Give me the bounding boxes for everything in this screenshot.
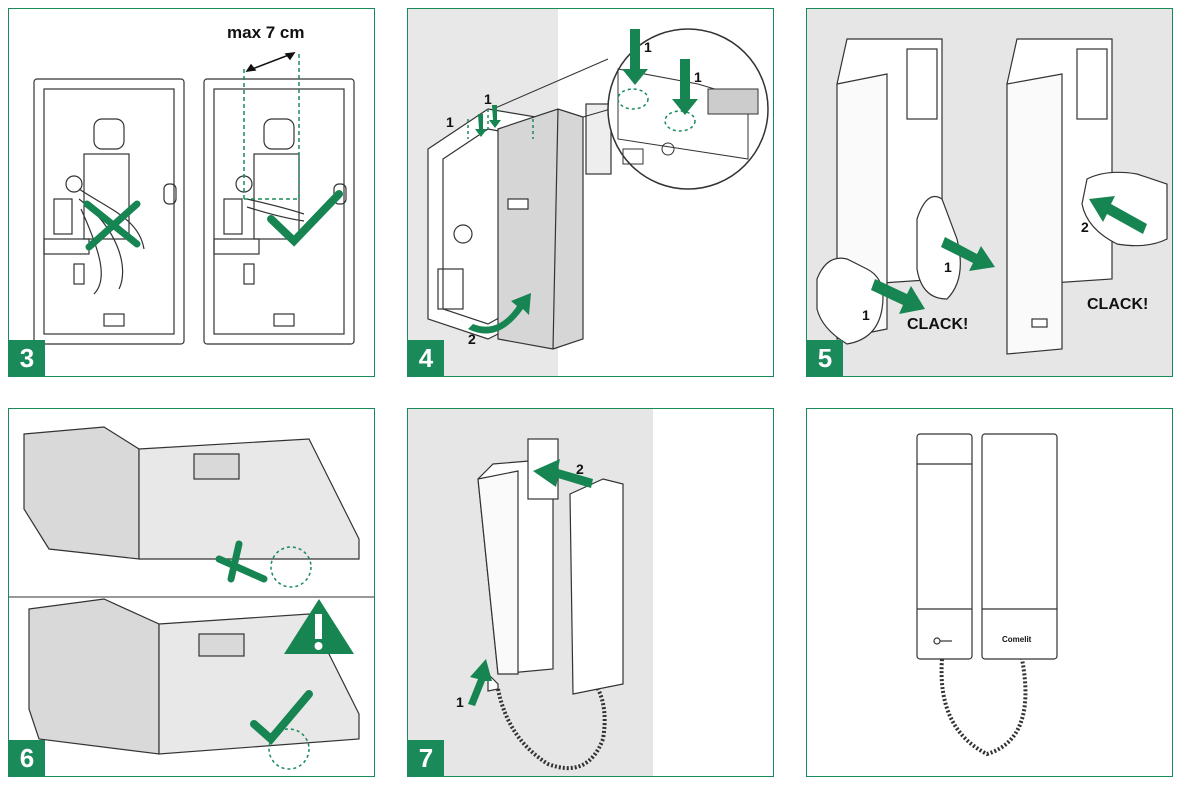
step-number: 5 — [807, 340, 843, 376]
hand-icon — [816, 171, 1168, 345]
step-number: 6 — [9, 740, 45, 776]
alignment-diagram — [9, 426, 374, 770]
clack-label: CLACK! — [907, 316, 969, 333]
step-label: 1 — [862, 307, 870, 323]
measure-label: max 7 cm — [227, 23, 305, 42]
warning-icon — [284, 599, 354, 654]
step-label: 1 — [446, 114, 454, 130]
step-label: 1 — [484, 91, 492, 107]
dashed-highlight — [467, 88, 696, 139]
check-icon — [250, 690, 313, 745]
step-label: 1 — [644, 39, 652, 55]
arrow-icon — [468, 459, 593, 706]
wiring-diagram — [33, 52, 355, 345]
arrow-icon — [468, 29, 698, 334]
clack-label: CLACK! — [1087, 296, 1149, 313]
panel-step-7: 2 1 7 — [407, 408, 774, 777]
panel-step-6: 6 — [8, 408, 375, 777]
handset-diagram — [408, 409, 653, 776]
panel-step-4: 1 1 1 1 2 4 — [407, 8, 774, 377]
cross-icon — [215, 540, 268, 583]
step-label: 2 — [468, 331, 476, 347]
brand-logo: Comelit — [1002, 635, 1032, 644]
coiled-cord — [939, 658, 1028, 757]
step-label: 1 — [456, 694, 464, 710]
step-label: 1 — [694, 69, 702, 85]
panel-final: Comelit — [806, 408, 1173, 777]
step-number: 7 — [408, 740, 444, 776]
step-number: 4 — [408, 340, 444, 376]
cross-icon — [83, 200, 141, 251]
step-label: 2 — [576, 461, 584, 477]
step-label: 1 — [944, 259, 952, 275]
step-number: 3 — [9, 340, 45, 376]
panel-step-3: max 7 cm 3 — [8, 8, 375, 377]
arrow-icon — [871, 196, 1147, 314]
key-icon — [933, 637, 952, 645]
panel-step-5: 1 1 2 CLACK! CLACK! 5 — [806, 8, 1173, 377]
finished-intercom — [916, 433, 1058, 757]
coiled-cord — [496, 688, 607, 770]
check-icon — [267, 190, 343, 247]
mount-diagram — [408, 9, 769, 376]
measure-arrow — [245, 52, 296, 72]
step-label: 2 — [1081, 219, 1089, 235]
clack-diagram — [807, 9, 1172, 376]
